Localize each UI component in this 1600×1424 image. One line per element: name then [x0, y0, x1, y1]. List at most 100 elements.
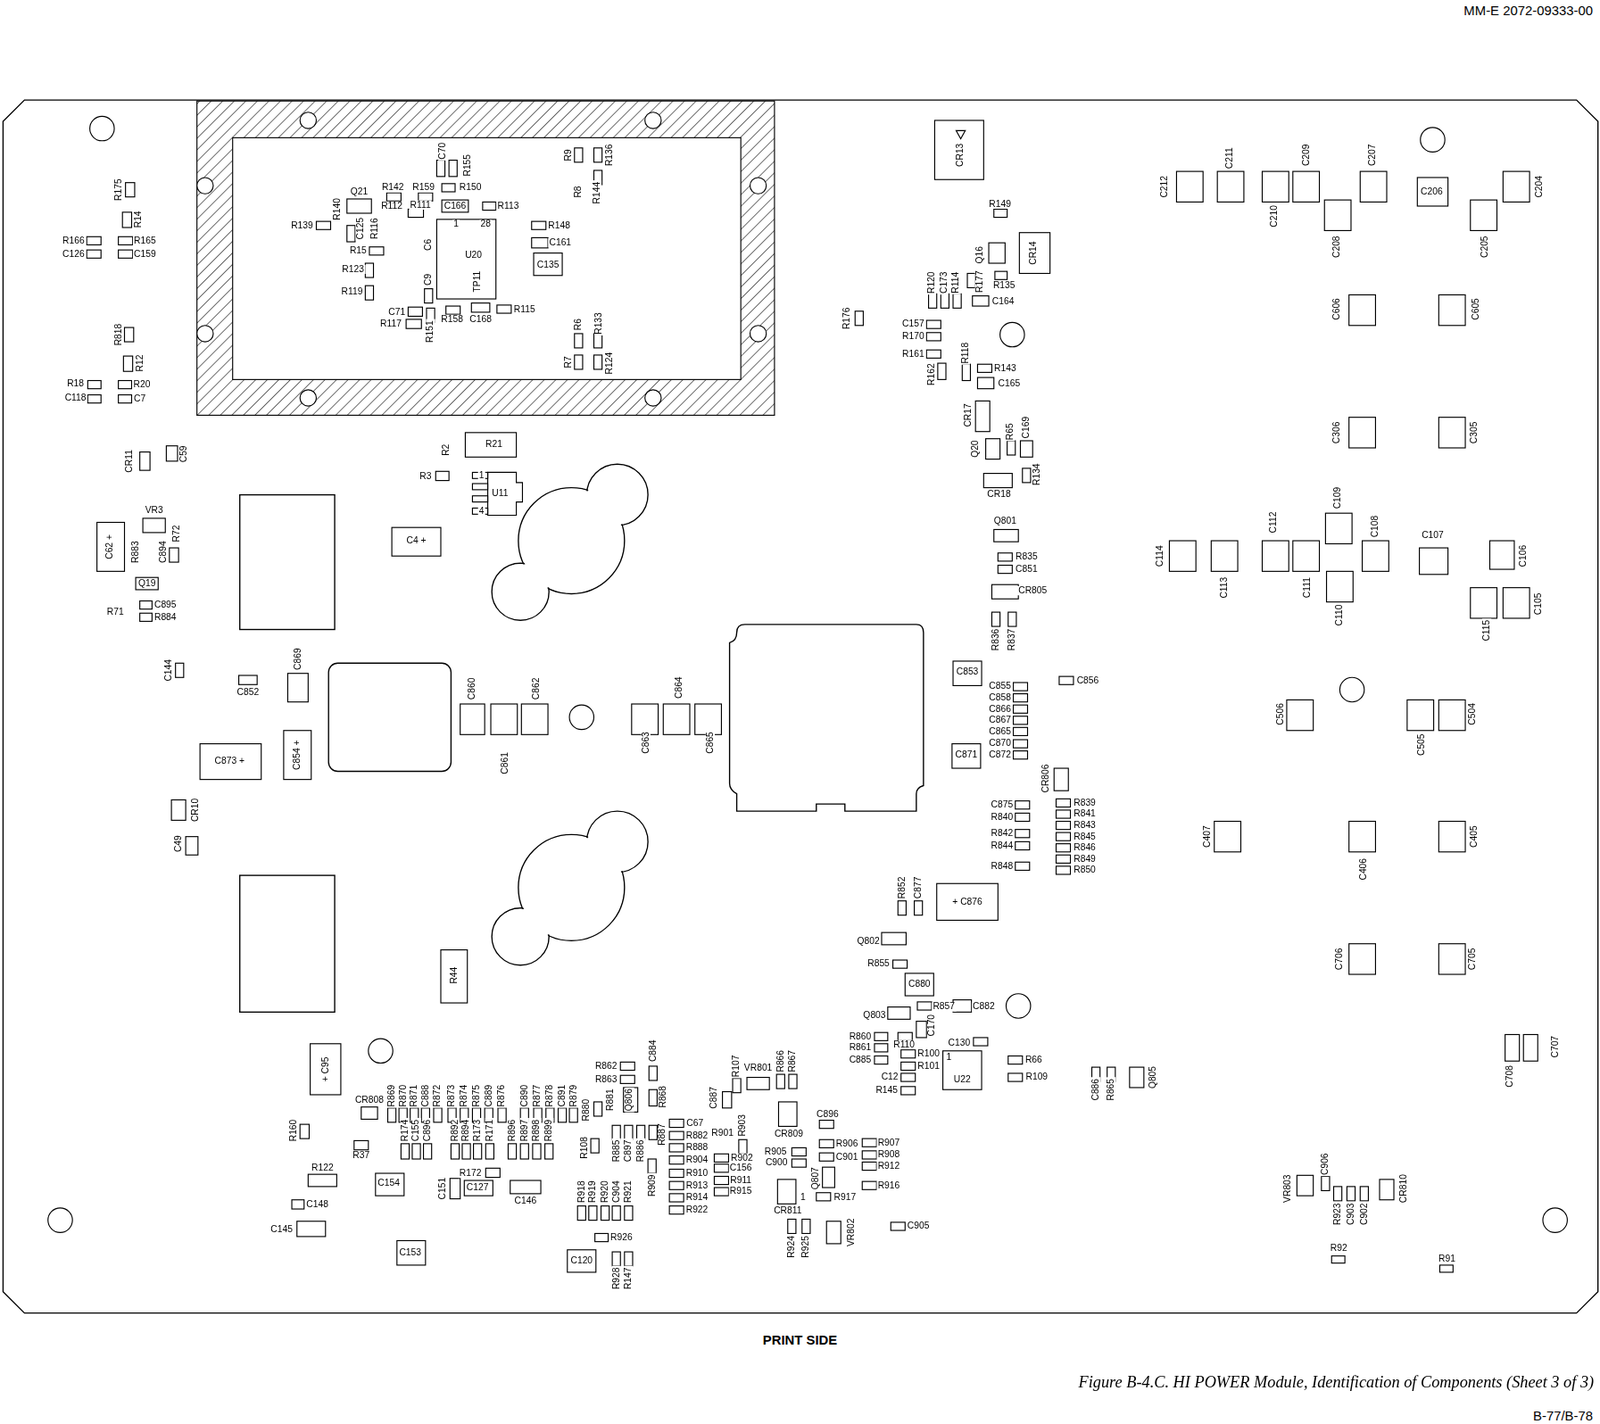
component-pad	[123, 356, 133, 372]
component-pad	[135, 577, 158, 590]
reference-designator: R845	[1072, 832, 1097, 842]
component-pad	[1261, 540, 1289, 572]
reference-designator: R870	[398, 1084, 408, 1109]
component-pad	[620, 1061, 635, 1070]
component-pad	[601, 1206, 610, 1221]
component-pad	[988, 242, 1005, 264]
component-pad	[391, 527, 441, 556]
component-pad	[406, 319, 422, 329]
reference-designator: R117	[379, 319, 403, 329]
component-pad	[926, 349, 941, 358]
reference-designator: 1	[799, 1193, 807, 1203]
reference-designator: R3	[418, 472, 432, 481]
component-pad	[977, 364, 992, 373]
component-pad	[347, 198, 372, 214]
reference-designator: R818	[113, 323, 123, 348]
reference-designator: C157	[901, 319, 926, 329]
reference-designator: R878	[545, 1084, 555, 1109]
component-pad	[648, 1089, 657, 1106]
reference-designator: C904	[612, 1179, 622, 1204]
reference-designator: R118	[961, 341, 970, 365]
reference-designator: R922	[685, 1205, 710, 1215]
component-pad	[531, 221, 547, 230]
component-pad	[594, 333, 603, 349]
reference-designator: R848	[989, 862, 1014, 871]
component-pad	[934, 120, 984, 180]
reference-designator: C7	[132, 394, 147, 404]
reference-designator: R926	[609, 1233, 634, 1243]
component-pad	[118, 236, 133, 245]
reference-designator: R881	[605, 1087, 615, 1112]
reference-designator: R855	[866, 959, 891, 969]
component-pad	[423, 1144, 432, 1160]
component-pad	[1296, 1175, 1313, 1196]
component-pad	[1261, 171, 1289, 202]
component-pad	[791, 1159, 806, 1168]
reference-designator: R917	[832, 1193, 857, 1203]
component-pad	[986, 439, 1001, 460]
reference-designator: R170	[901, 331, 926, 341]
component-outline	[240, 495, 335, 631]
component-pad	[464, 432, 516, 457]
reference-designator: C875	[989, 800, 1014, 810]
component-pad	[375, 1173, 405, 1196]
reference-designator: + C876	[951, 897, 984, 907]
component-pad	[450, 1144, 459, 1160]
reference-designator: C67	[685, 1119, 705, 1128]
reference-designator: R915	[729, 1186, 754, 1196]
reference-designator: C605	[1471, 297, 1481, 322]
component-pad	[1019, 440, 1033, 457]
reference-designator: R910	[685, 1168, 710, 1178]
component-pad	[994, 271, 1008, 280]
reference-designator: R908	[877, 1150, 902, 1160]
component-pad	[713, 1164, 729, 1173]
reference-designator: C126	[61, 249, 86, 259]
component-pad	[669, 1193, 684, 1203]
component-pad	[624, 1251, 633, 1267]
component-pad	[1012, 682, 1028, 691]
component-pad	[881, 932, 906, 946]
board-outline	[2, 99, 1598, 1314]
component-pad	[590, 1138, 599, 1153]
mounting-holes	[48, 116, 1568, 1233]
diode-symbol	[955, 130, 965, 139]
reference-designator: R877	[532, 1084, 542, 1109]
shield-frame	[197, 100, 775, 415]
component-pad	[87, 395, 101, 404]
reference-designator: R873	[447, 1084, 456, 1109]
component-pad	[594, 355, 603, 370]
reference-designator: R114	[951, 271, 961, 295]
component-pad	[994, 208, 1008, 217]
reference-designator: C154	[376, 1178, 401, 1188]
reference-designator: R8	[573, 184, 583, 199]
reference-designator: C153	[397, 1248, 423, 1258]
reference-designator: R71	[106, 607, 125, 617]
reference-designator: R850	[1072, 865, 1097, 875]
reference-designator: R892	[450, 1119, 460, 1144]
reference-designator: CR806	[1041, 762, 1051, 794]
component-pad	[473, 1144, 482, 1160]
reference-designator: C110	[1334, 603, 1344, 627]
component-pad	[1331, 1256, 1345, 1264]
component-pad	[595, 1233, 609, 1242]
reference-designator: C866	[987, 704, 1012, 714]
component-pad	[819, 1120, 834, 1129]
component-pad	[1293, 171, 1320, 202]
component-pad	[1012, 694, 1028, 703]
reference-designator: C863	[641, 730, 651, 755]
reference-designator: C146	[513, 1196, 538, 1206]
reference-designator: R879	[568, 1084, 578, 1109]
reference-designator: C885	[848, 1055, 873, 1065]
reference-designator: VR3	[144, 505, 165, 515]
component-pad	[1286, 699, 1314, 730]
component-pad	[1053, 768, 1069, 791]
component-pad	[822, 1167, 836, 1188]
component-pad	[440, 950, 468, 1004]
reference-designator: C159	[132, 249, 158, 259]
reference-designator: R18	[66, 379, 85, 389]
component-pad	[1505, 1034, 1520, 1062]
component-pad	[1438, 294, 1466, 325]
reference-designator: R44	[449, 966, 459, 986]
reference-designator: C858	[987, 693, 1012, 703]
reference-designator: R876	[497, 1084, 506, 1109]
